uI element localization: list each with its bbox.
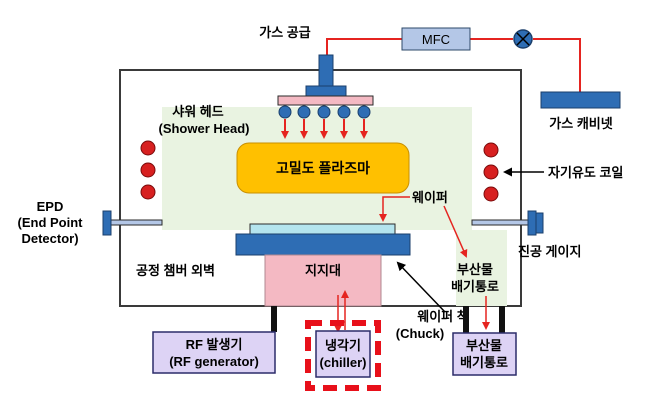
rf-generator-label-1: RF 발생기 <box>186 337 243 352</box>
coil-left <box>140 140 156 200</box>
gas-cabinet-label: 가스 캐비넷 <box>549 116 612 131</box>
gas-inlet-pipe <box>318 54 334 89</box>
byproduct-path-label-1: 부산물 <box>457 262 493 277</box>
chamber-wall-label: 공정 챔버 외벽 <box>136 263 215 278</box>
gas-line-3 <box>533 38 581 92</box>
shower-head-label-en: (Shower Head) <box>158 121 249 136</box>
plasma-box <box>236 142 410 194</box>
chiller-box <box>315 330 371 378</box>
shower-head-nozzles <box>278 105 371 119</box>
gas-cabinet <box>540 91 621 109</box>
exhaust-label-1: 부산물 <box>466 338 502 353</box>
byproduct-path-region <box>456 230 507 306</box>
wafer-chuck <box>235 233 411 256</box>
valve-x-icon <box>513 29 533 49</box>
rf-generator-box <box>152 331 276 374</box>
pedestal-label: 지지대 <box>305 263 341 278</box>
chiller-highlight <box>305 320 381 391</box>
vacuum-gauge-label: 진공 게이지 <box>518 244 581 259</box>
shower-head-label-ko: 샤워 헤드 <box>172 104 223 119</box>
chiller-label-1: 냉각기 <box>325 338 361 353</box>
vacuum-gauge-flange <box>527 210 537 236</box>
gas-line <box>326 38 402 55</box>
exhaust-leg-left <box>463 306 469 333</box>
exhaust-label-2: 배기통로 <box>460 355 508 370</box>
exhaust-leg-right <box>499 306 505 333</box>
rf-feedthrough <box>271 306 277 332</box>
vacuum-gauge-body <box>535 212 544 234</box>
coil-label: 자기유도 코일 <box>548 165 623 180</box>
wafer <box>249 223 396 235</box>
gas-flow-arrows <box>281 119 368 139</box>
vacuum-gauge-probe <box>471 219 530 226</box>
epd-label-3: Detector) <box>21 231 78 246</box>
plasma-label: 고밀도 플라즈마 <box>276 160 370 176</box>
epd-probe <box>109 219 163 226</box>
coil-right <box>483 142 499 202</box>
chiller-label-2: (chiller) <box>320 355 367 370</box>
epd-flange <box>102 210 112 236</box>
gas-supply-label: 가스 공급 <box>259 25 310 40</box>
chuck-pointer <box>396 261 446 313</box>
shower-head <box>277 95 374 106</box>
exhaust-box <box>452 332 517 376</box>
wafer-label: 웨이퍼 <box>412 190 448 205</box>
gas-inlet-flange <box>305 85 347 97</box>
mfc-label: MFC <box>422 32 450 47</box>
wafer-pointer <box>379 196 410 222</box>
byproduct-path-label-2: 배기통로 <box>451 279 499 294</box>
epd-label-1: EPD <box>37 199 64 214</box>
epd-label-2: (End Point <box>18 215 84 230</box>
wafer-chuck-label-1: 웨이퍼 척 <box>417 309 468 324</box>
byproduct-arrow <box>443 205 468 258</box>
mfc-box <box>401 27 471 51</box>
pedestal <box>264 254 382 307</box>
rf-generator-label-2: (RF generator) <box>169 354 259 369</box>
wafer-chuck-label-2: (Chuck) <box>396 326 444 341</box>
